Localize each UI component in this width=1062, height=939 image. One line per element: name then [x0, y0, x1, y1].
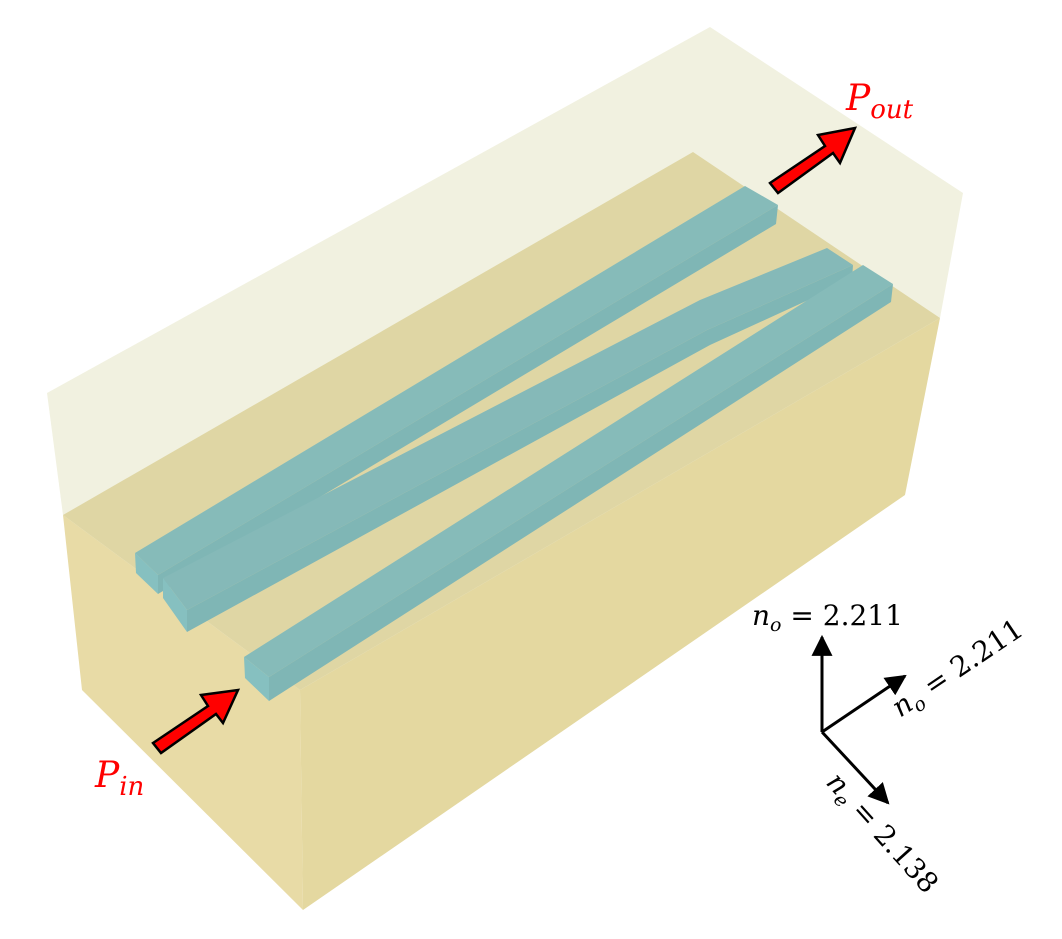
crystal-axes: no = 2.211 no = 2.211 ne = 2.138	[752, 599, 1031, 903]
waveguide-3	[244, 265, 893, 701]
input-power-arrow	[151, 688, 241, 755]
p-out-label: Pout	[845, 78, 914, 125]
substrate-front-right-face	[300, 318, 940, 910]
axis-vertical-label: no = 2.211	[752, 599, 903, 636]
waveguide-1	[135, 186, 778, 594]
axis-up-right-label: no = 2.211	[885, 612, 1031, 727]
output-power-arrow	[768, 126, 858, 195]
axis-down-right-arrow	[820, 730, 890, 805]
axis-down-right-label: ne = 2.138	[817, 766, 945, 903]
p-in-label: Pin	[94, 755, 144, 802]
substrate-front-left-face	[63, 515, 303, 910]
waveguide-2	[163, 248, 853, 632]
axis-up-right-arrow	[821, 674, 907, 734]
